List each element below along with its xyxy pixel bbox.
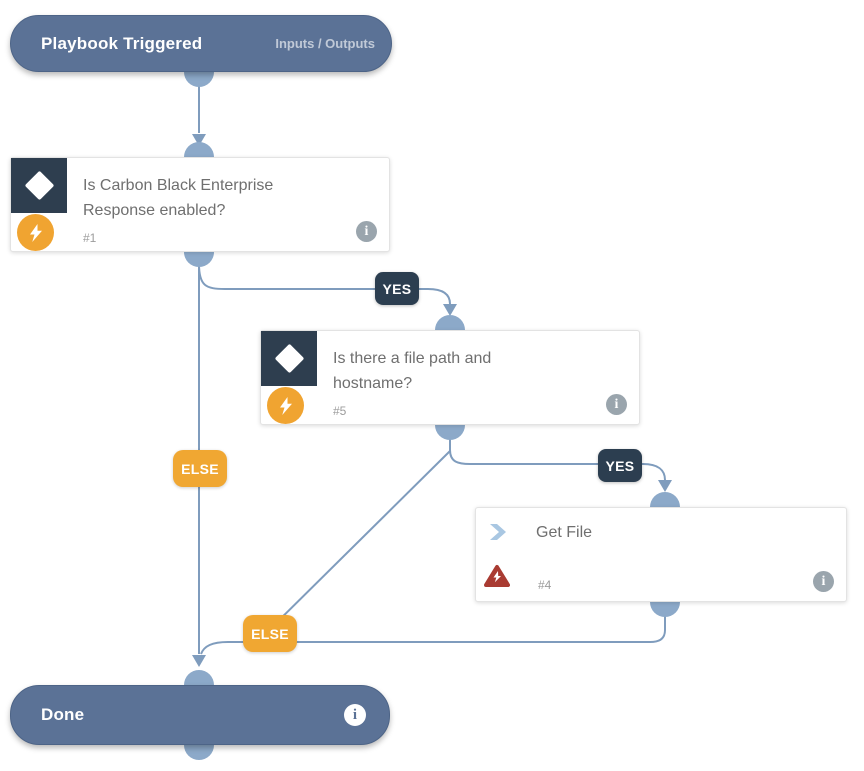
condition2-else-badge: ELSE: [243, 615, 297, 652]
condition2-yes-badge: YES: [598, 449, 642, 482]
condition1-yes-badge: YES: [375, 272, 419, 305]
condition2-title: Is there a file path and hostname?: [333, 350, 492, 392]
condition1-card[interactable]: Is Carbon Black Enterprise Response enab…: [10, 157, 390, 252]
arrowhead-into-condition2: [443, 304, 457, 316]
arrowhead-into-getfile: [658, 480, 672, 492]
diamond-icon: [274, 343, 304, 374]
condition1-else-badge: ELSE: [173, 450, 227, 487]
edge-condition1-yes: [198, 263, 451, 305]
arrowhead-into-done: [192, 655, 206, 667]
inputs-outputs-link[interactable]: Inputs / Outputs: [275, 36, 375, 51]
condition-icon: [261, 331, 317, 386]
getfile-title: Get File: [536, 524, 593, 541]
arrowhead-into-condition1: [192, 134, 206, 146]
condition1-title: Is Carbon Black Enterprise Response enab…: [83, 177, 274, 219]
done-title: Done: [41, 705, 85, 724]
condition-icon: [11, 158, 67, 213]
diamond-icon: [24, 170, 54, 201]
trigger-title: Playbook Triggered: [41, 33, 203, 53]
error-triangle-icon: [484, 564, 510, 593]
info-icon[interactable]: i: [813, 571, 834, 592]
condition2-card[interactable]: Is there a file path and hostname? #5 i: [260, 330, 640, 425]
getfile-card[interactable]: Get File #4 i: [475, 507, 847, 602]
getfile-task-number: #4: [538, 578, 552, 592]
info-icon[interactable]: i: [344, 704, 366, 726]
playbook-triggered-node[interactable]: Playbook Triggered Inputs / Outputs: [10, 15, 392, 72]
info-icon[interactable]: i: [606, 394, 627, 415]
condition2-task-number: #5: [333, 404, 347, 418]
edge-getfile-to-done: [200, 615, 666, 655]
edge-condition2-yes: [449, 439, 666, 481]
info-icon[interactable]: i: [356, 221, 377, 242]
automation-bolt-icon: [267, 387, 304, 424]
chevron-right-icon: [488, 522, 508, 547]
automation-bolt-icon: [17, 214, 54, 251]
done-node[interactable]: Done i: [10, 685, 390, 745]
condition1-task-number: #1: [83, 231, 97, 245]
edge-condition2-else: [257, 450, 451, 642]
